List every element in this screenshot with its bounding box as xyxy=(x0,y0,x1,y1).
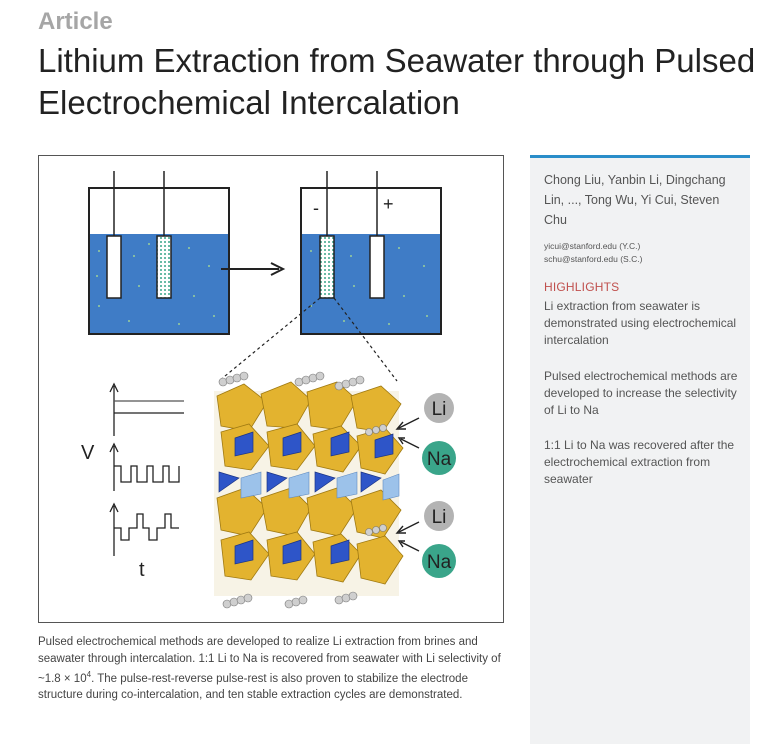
process-arrow xyxy=(221,262,286,276)
crystal-structure xyxy=(214,371,404,609)
li-ion-label-top: Li xyxy=(424,393,454,423)
na-label: Na xyxy=(427,552,452,573)
plus-sign: + xyxy=(383,194,394,214)
highlight-item: Li extraction from seawater is demonstra… xyxy=(544,299,737,347)
summary-text-part-1: Pulsed electrochemical methods are devel… xyxy=(38,636,501,685)
article-title: Lithium Extraction from Seawater through… xyxy=(38,42,756,121)
contact-emails: yicui@stanford.edu (Y.C.) schu@stanford.… xyxy=(544,240,744,266)
highlights-heading: HIGHLIGHTS xyxy=(544,280,620,294)
left-electrode-lithium-host xyxy=(156,235,172,299)
left-electrode-white xyxy=(106,235,122,299)
email-link[interactable]: yicui@stanford.edu (Y.C.) xyxy=(544,241,641,251)
graphical-abstract-svg: - + V t xyxy=(81,171,456,609)
summary-exponent: 4 xyxy=(86,670,92,679)
author-list: Chong Liu, Yanbin Li, Dingchang Lin, ...… xyxy=(544,173,726,227)
email-link[interactable]: schu@stanford.edu (S.C.) xyxy=(544,254,643,264)
ion-arrows xyxy=(395,417,420,552)
na-ion-label-bottom: Na xyxy=(422,544,456,578)
article-type-label: Article xyxy=(38,8,113,35)
summary-paragraph: Pulsed electrochemical methods are devel… xyxy=(38,634,508,704)
graphical-abstract: - + V t xyxy=(38,155,504,623)
li-label: Li xyxy=(432,507,447,528)
li-ion-label-bottom: Li xyxy=(424,501,454,531)
na-ion-label-top: Na xyxy=(422,441,456,475)
highlight-item: Pulsed electrochemical methods are devel… xyxy=(544,369,738,417)
time-axis-label: t xyxy=(139,559,145,581)
right-beaker: - + xyxy=(300,171,442,335)
left-beaker xyxy=(88,171,230,335)
voltage-axis-label: V xyxy=(81,442,95,464)
na-label: Na xyxy=(427,449,452,470)
article-sidebar: Chong Liu, Yanbin Li, Dingchang Lin, ...… xyxy=(530,155,750,744)
highlight-item: 1:1 Li to Na was recovered after the ele… xyxy=(544,438,735,486)
zoom-line-left xyxy=(218,297,321,382)
waveform-panel xyxy=(109,382,184,556)
li-label: Li xyxy=(432,399,447,420)
summary-text-part-2: . The pulse-rest-reverse pulse-rest is a… xyxy=(38,672,468,702)
right-electrode-lithium-host xyxy=(319,235,335,299)
right-electrode-white xyxy=(369,235,385,299)
minus-sign: - xyxy=(313,198,319,218)
zoom-line-right xyxy=(333,297,398,382)
